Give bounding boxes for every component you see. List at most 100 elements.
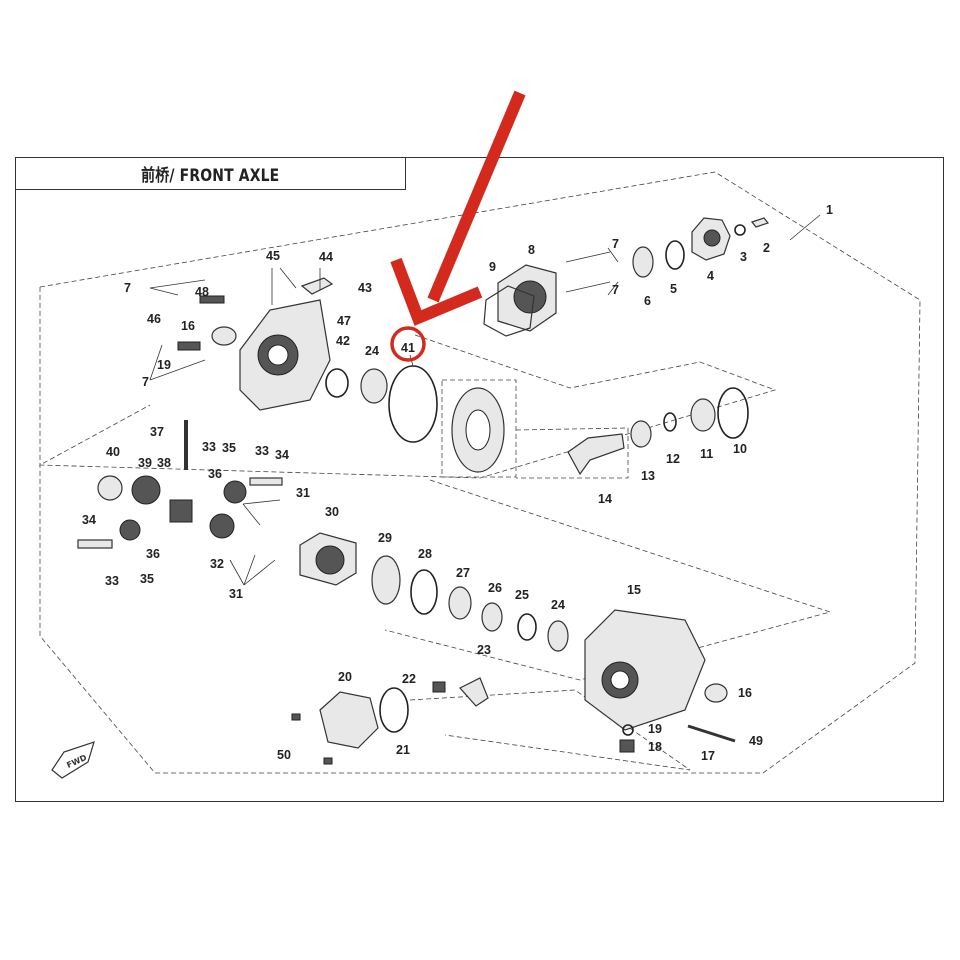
- assembly-outline: [39, 171, 921, 774]
- callout-30: 30: [325, 505, 339, 519]
- title-box: 前桥/ FRONT AXLE: [15, 157, 406, 190]
- screw-50-upper: [291, 713, 301, 721]
- callout-49: 49: [749, 734, 763, 748]
- callout-22: 22: [402, 672, 416, 686]
- plug-22: [432, 681, 446, 693]
- bolt-48: [199, 295, 225, 304]
- callout-31: 31: [229, 587, 243, 601]
- callout-18: 18: [648, 740, 662, 754]
- callout-32: 32: [210, 557, 224, 571]
- seal-16-lower: [704, 683, 728, 703]
- diff-case-bore: [315, 545, 345, 575]
- callout-7: 7: [142, 375, 149, 389]
- callout-31: 31: [296, 486, 310, 500]
- flange-hub: [703, 229, 721, 247]
- seal-16-upper: [211, 326, 237, 346]
- bolt-2: [750, 217, 770, 228]
- bearing-bore: [513, 280, 547, 314]
- bearing-27: [448, 586, 472, 620]
- callout-47: 47: [337, 314, 351, 328]
- bracket-44: [300, 277, 334, 295]
- callout-40: 40: [106, 445, 120, 459]
- callout-20: 20: [338, 670, 352, 684]
- callout-33: 33: [202, 440, 216, 454]
- highlight-arrow-head: [390, 257, 483, 326]
- callout-17: 17: [701, 749, 715, 763]
- callout-15: 15: [627, 583, 641, 597]
- callout-16: 16: [181, 319, 195, 333]
- callout-46: 46: [147, 312, 161, 326]
- callout-33: 33: [105, 574, 119, 588]
- ring-gear-box: [441, 379, 517, 478]
- callout-50: 50: [277, 748, 291, 762]
- leader-lines: [149, 214, 821, 586]
- callout-28: 28: [418, 547, 432, 561]
- washer-19-lower: [622, 724, 634, 736]
- callout-16: 16: [738, 686, 752, 700]
- actuator-20: [319, 691, 379, 749]
- pin-34-lower: [77, 539, 113, 549]
- main-housing-15: [584, 609, 706, 731]
- pin-34-upper: [249, 477, 283, 486]
- callout-34: 34: [82, 513, 96, 527]
- callout-24: 24: [365, 344, 379, 358]
- callout-7: 7: [612, 283, 619, 297]
- shim-12: [663, 412, 677, 432]
- output-flange-assembly: [483, 217, 770, 476]
- spider-block-38: [169, 499, 193, 523]
- bolt-46: [177, 341, 201, 351]
- bearing-13: [630, 420, 652, 448]
- washer-40: [97, 475, 123, 501]
- differential-gears: [77, 420, 357, 586]
- o-ring-42: [325, 368, 349, 398]
- shaft-17: [687, 724, 736, 743]
- drain-plug-18: [619, 739, 635, 753]
- o-ring-28: [410, 569, 438, 615]
- gear-36-upper: [223, 480, 247, 504]
- callout-3: 3: [740, 250, 747, 264]
- gasket-9: [483, 285, 535, 337]
- gear-36-lower: [119, 519, 141, 541]
- callout-27: 27: [456, 566, 470, 580]
- bearing-29: [371, 555, 401, 605]
- o-ring-41: [388, 365, 438, 443]
- callout-12: 12: [666, 452, 680, 466]
- housing-bore-inner: [610, 670, 630, 690]
- callout-13: 13: [641, 469, 655, 483]
- gear-39: [131, 475, 161, 505]
- callout-33: 33: [255, 444, 269, 458]
- cover-bore-inner: [267, 344, 289, 366]
- o-ring-5: [665, 240, 685, 270]
- callout-21: 21: [396, 743, 410, 757]
- callout-35: 35: [222, 441, 236, 455]
- highlight-circle: [390, 326, 426, 362]
- callout-42: 42: [336, 334, 350, 348]
- highlight-arrow-shaft: [427, 90, 526, 303]
- callout-7: 7: [124, 281, 131, 295]
- diagram-title: 前桥/ FRONT AXLE: [141, 166, 280, 186]
- callout-8: 8: [528, 243, 535, 257]
- callout-37: 37: [150, 425, 164, 439]
- callout-38: 38: [157, 456, 171, 470]
- callout-24: 24: [551, 598, 565, 612]
- callout-35: 35: [140, 572, 154, 586]
- diagram-frame: [15, 157, 944, 802]
- actuator-assembly: [291, 677, 489, 765]
- callout-36: 36: [146, 547, 160, 561]
- callout-5: 5: [670, 282, 677, 296]
- o-ring-10: [717, 387, 749, 439]
- circlip-25: [517, 613, 537, 641]
- callout-19: 19: [157, 358, 171, 372]
- highlight-annotation: [390, 90, 526, 362]
- callout-45: 45: [266, 249, 280, 263]
- bolt-7-shaft-a: [565, 251, 611, 263]
- o-ring-21: [379, 687, 409, 733]
- callout-14: 14: [598, 492, 612, 506]
- callout-1: 1: [826, 203, 833, 217]
- seal-6: [632, 246, 654, 278]
- screw-50-lower: [323, 757, 333, 765]
- forward-arrow: FWD: [51, 741, 95, 779]
- ring-gear-group-outline: [38, 334, 777, 479]
